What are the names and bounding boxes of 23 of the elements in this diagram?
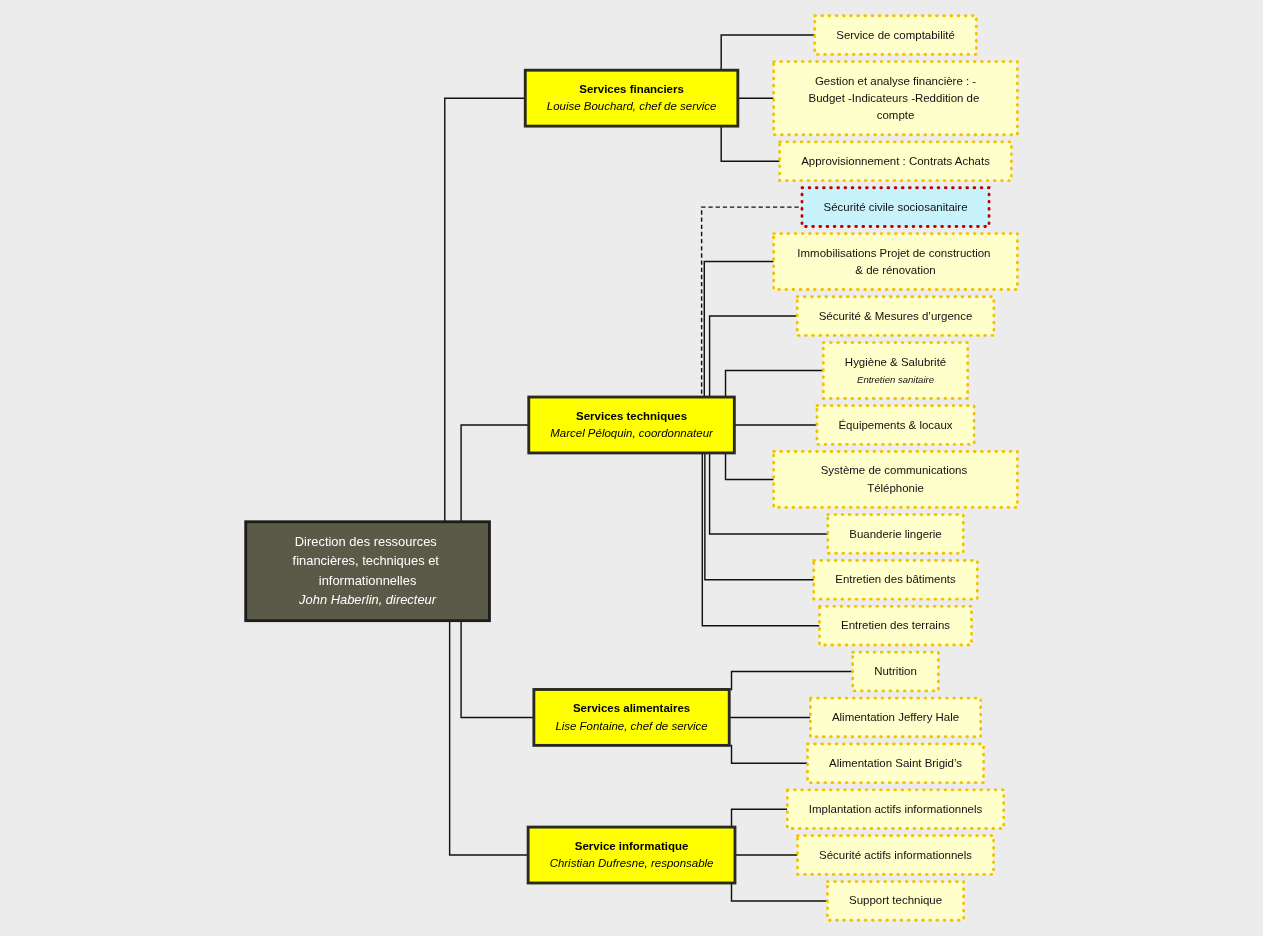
node-box: Alimentation Jeffery Hale: [808, 696, 983, 739]
node-box: Nutrition: [851, 650, 940, 693]
node-box: Implantation actifs informationnels: [785, 788, 1006, 830]
node-box: Services techniques Marcel Péloquin, coordonnateur: [527, 395, 736, 455]
node-box: Sécurité civile sociosanitaire: [800, 186, 991, 228]
node-box: Sécurité & Mesures d’urgence: [795, 295, 996, 337]
node-box: Système de communications Téléphonie: [772, 450, 1019, 509]
node-box: Approvisionnement : Contrats Achats: [778, 140, 1013, 183]
node-box: Gestion et analyse financière : -Budget -Indicateurs -Reddition de compte: [772, 60, 1019, 137]
node-box: Services financiers Louise Bouchard, chef de service: [523, 68, 740, 128]
node-box: Entretien des terrains: [818, 604, 973, 647]
node-box: Direction des ressources financières, techniques et informationnelles John Haberlin, directeur: [244, 520, 491, 623]
node-box: Services alimentaires Lise Fontaine, chef de service: [532, 688, 731, 747]
node-box: Hygiène & Salubrité Entretien sanitaire: [821, 341, 970, 400]
node-box: Équipements & locaux: [815, 404, 976, 446]
node-box: Support technique: [826, 880, 965, 922]
node-box: Service de comptabilité: [813, 14, 978, 56]
node-box: Buanderie lingerie: [826, 513, 965, 555]
node-box: Immobilisations Projet de construction & de rénovation: [772, 232, 1019, 291]
node-box: Entretien des bâtiments: [812, 559, 979, 601]
node-box: Alimentation Saint Brigid’s: [806, 742, 985, 785]
node-box: Service informatique Christian Dufresne, responsable: [526, 825, 737, 885]
node-box: Sécurité actifs informationnels: [796, 834, 995, 876]
